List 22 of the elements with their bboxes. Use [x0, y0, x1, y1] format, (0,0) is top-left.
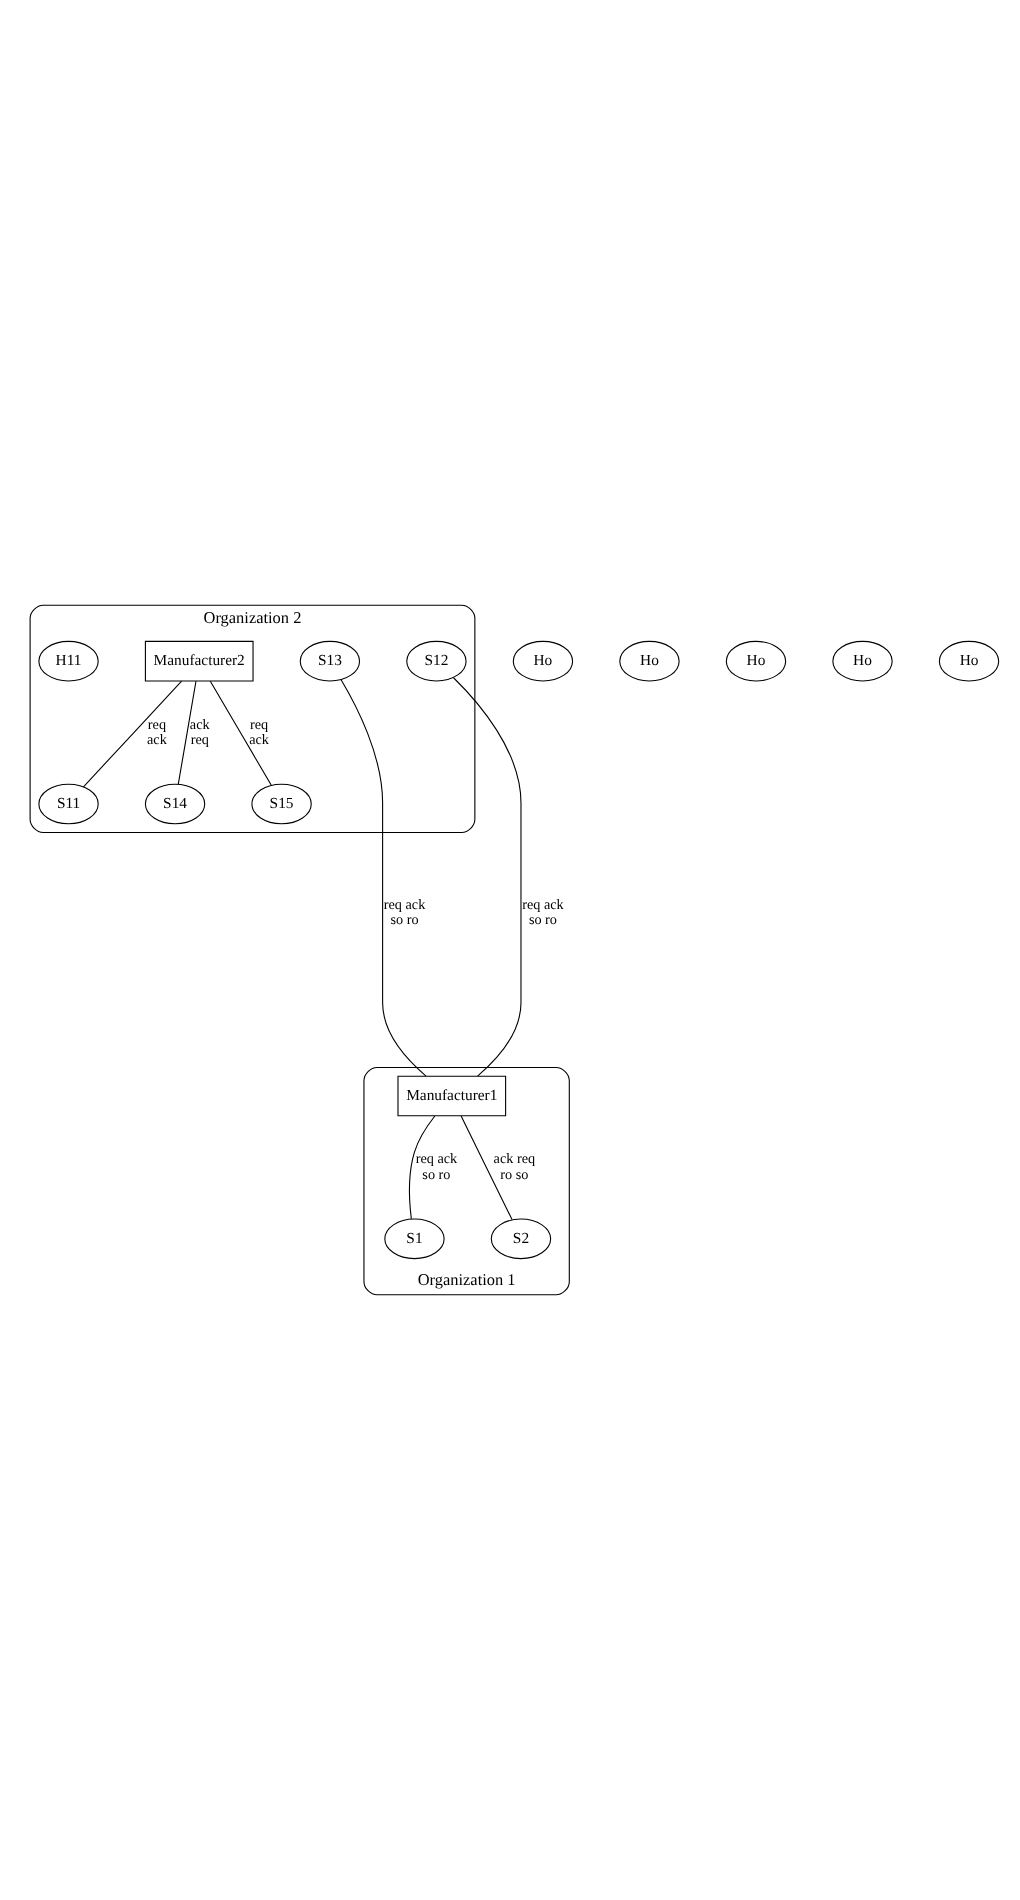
node-ellipse: Ho: [725, 640, 787, 682]
connector: [209, 680, 272, 786]
node-ellipse: S13: [299, 640, 361, 682]
node-box: Manufacturer2: [144, 640, 254, 682]
node-ellipse: Ho: [938, 640, 1000, 682]
node-ellipse: S1: [384, 1218, 445, 1260]
connector: [82, 680, 183, 788]
node-ellipse: Ho: [512, 640, 574, 682]
node-ellipse: S15: [251, 783, 312, 825]
node-ellipse: S12: [406, 640, 467, 682]
node-box: Manufacturer1: [397, 1075, 507, 1117]
node-ellipse: H11: [38, 640, 99, 682]
connector: [408, 1115, 436, 1220]
node-ellipse: S14: [144, 783, 206, 825]
connector: [340, 679, 427, 1077]
connector: [177, 680, 197, 785]
node-ellipse: S2: [490, 1218, 552, 1260]
node-ellipse: S11: [38, 783, 99, 825]
node-ellipse: Ho: [832, 640, 893, 682]
node-ellipse: Ho: [619, 640, 680, 682]
connector: [452, 677, 522, 1077]
connector: [460, 1115, 513, 1221]
